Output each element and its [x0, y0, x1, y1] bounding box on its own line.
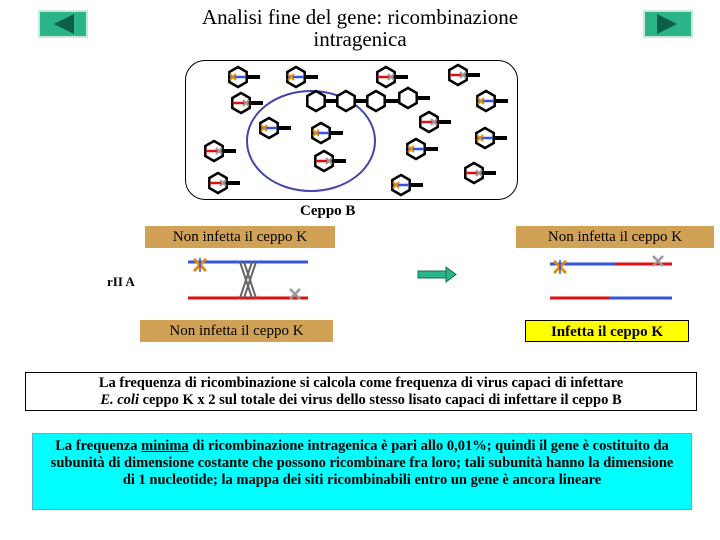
phage-particle-icon: [448, 63, 480, 87]
phage-particle-icon: [259, 116, 291, 140]
phage-particle-icon: [419, 110, 451, 134]
region-label-suffix: II A: [112, 274, 135, 289]
minimum-frequency-note: La frequenza minima di ricombinazione in…: [32, 433, 692, 510]
species-name: E. coli: [100, 392, 139, 408]
phage-plate-drawing: [204, 63, 508, 197]
note-underlined-word: minima: [141, 438, 189, 454]
phage-particle-icon: [314, 149, 346, 173]
region-label-prefix: r: [107, 274, 113, 289]
title-line-1: Analisi fine del gene: ricombinazione: [201, 5, 519, 29]
recombination-frequency-formula: La frequenza di ricombinazione si calcol…: [25, 372, 697, 411]
title-line-2: intragenica: [313, 27, 407, 51]
parent-2-phenotype-label: Non infetta il ceppo K: [140, 320, 333, 342]
phage-particle-icon: [204, 139, 236, 163]
next-slide-button[interactable]: [643, 10, 693, 38]
right-arrow-icon: [417, 266, 457, 283]
recombinant-result-diagram: [417, 255, 672, 300]
phage-particle-icon: [208, 171, 240, 195]
gray-mutation-cross-icon: [652, 255, 664, 267]
recombinant-2-phenotype-label: Infetta il ceppo K: [525, 320, 689, 342]
recombinant-1-phenotype-label: Non infetta il ceppo K: [516, 226, 714, 248]
triangle-left-icon: [54, 14, 74, 34]
phage-particle-icon: [464, 161, 496, 185]
phage-particle-icon: [406, 137, 438, 161]
phage-particle-icon: [231, 91, 263, 115]
crossover-diagram: [188, 257, 308, 300]
plate-strain-label: Ceppo B: [300, 203, 356, 219]
phage-particle-icon: [286, 65, 318, 89]
formula-line-2: E. coli ceppo K x 2 sul totale dei virus…: [26, 392, 696, 409]
phage-particle-icon: [391, 173, 423, 197]
crossover-line: [243, 261, 257, 299]
phage-particle-icon: [475, 126, 507, 150]
previous-slide-button[interactable]: [38, 10, 88, 38]
formula-line-1: La frequenza di ricombinazione si calcol…: [98, 375, 624, 391]
sample-circle: [246, 90, 376, 192]
phage-particle-icon: [311, 121, 343, 145]
triangle-right-icon: [657, 14, 677, 34]
bacterial-plate: [185, 60, 518, 200]
orange-mutation-star-icon: [552, 259, 568, 275]
region-label: rII A: [107, 274, 135, 290]
phage-particle-icon: [366, 89, 398, 113]
crossover-line: [239, 261, 253, 299]
formula-line-2-rest: ceppo K x 2 sul totale dei virus dello s…: [139, 392, 622, 408]
gray-mutation-cross-icon: [289, 288, 301, 300]
phage-particle-icon: [336, 89, 368, 113]
orange-mutation-star-icon: [192, 257, 208, 273]
phage-particle-icon: [306, 89, 338, 113]
parent-1-phenotype-label: Non infetta il ceppo K: [145, 226, 335, 248]
slide-title: Analisi fine del gene: ricombinazione in…: [150, 6, 570, 50]
phage-particle-icon: [398, 86, 430, 110]
phage-particle-icon: [228, 65, 260, 89]
note-before: La frequenza: [55, 438, 142, 454]
phage-particle-icon: [476, 89, 508, 113]
note-after: di ricombinazione intragenica è pari all…: [50, 438, 674, 488]
phage-particle-icon: [376, 65, 408, 89]
